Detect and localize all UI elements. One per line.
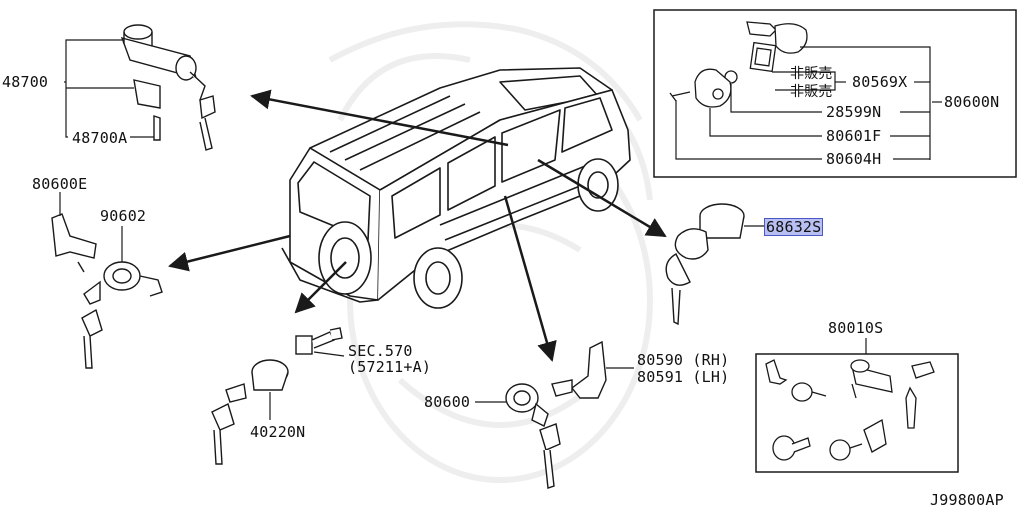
label-28599n: 28599N	[826, 103, 882, 121]
label-68632s[interactable]: 68632S	[764, 218, 824, 236]
part-90602-illustration	[51, 213, 163, 369]
kit-box-80010s	[755, 353, 959, 473]
label-80590: 80590 (RH)	[637, 351, 730, 369]
label-80600n: 80600N	[944, 93, 1000, 111]
label-40220n: 40220N	[250, 423, 306, 441]
part-80600-illustration	[505, 383, 561, 489]
label-48700: 48700	[2, 73, 49, 91]
part-90602-leaders	[59, 192, 123, 262]
part-68632s-illustration	[665, 203, 745, 326]
part-80590-illustration	[551, 340, 607, 399]
label-not-sold-1: 非販売	[790, 66, 833, 82]
callout-arrows	[168, 89, 667, 362]
label-80600: 80600	[424, 393, 471, 411]
part-48700-leaders	[64, 39, 154, 138]
inset-box	[653, 9, 1017, 178]
key-fob-illustration	[669, 21, 808, 108]
label-sec570: SEC.570	[348, 342, 413, 360]
figure-code: J99800AP	[930, 491, 1004, 509]
part-40220n-illustration	[211, 359, 289, 465]
part-48700-illustration	[120, 24, 216, 151]
label-80600e: 80600E	[32, 175, 88, 193]
label-not-sold-2: 非販売	[790, 84, 833, 100]
label-80591: 80591 (LH)	[637, 368, 730, 386]
label-sec570-ref: (57211+A)	[348, 358, 432, 376]
sec570-illustration	[295, 327, 343, 355]
label-48700a: 48700A	[72, 129, 128, 147]
kit-80010s-illustration	[765, 359, 935, 461]
label-80569x: 80569X	[852, 73, 908, 91]
inset-leaders	[675, 46, 942, 160]
label-80604h: 80604H	[826, 150, 882, 168]
label-80601f: 80601F	[826, 127, 882, 145]
label-90602: 90602	[100, 207, 147, 225]
label-80010s: 80010S	[828, 319, 884, 337]
part-40220n-leaders	[269, 351, 345, 420]
vehicle-illustration	[281, 67, 631, 309]
